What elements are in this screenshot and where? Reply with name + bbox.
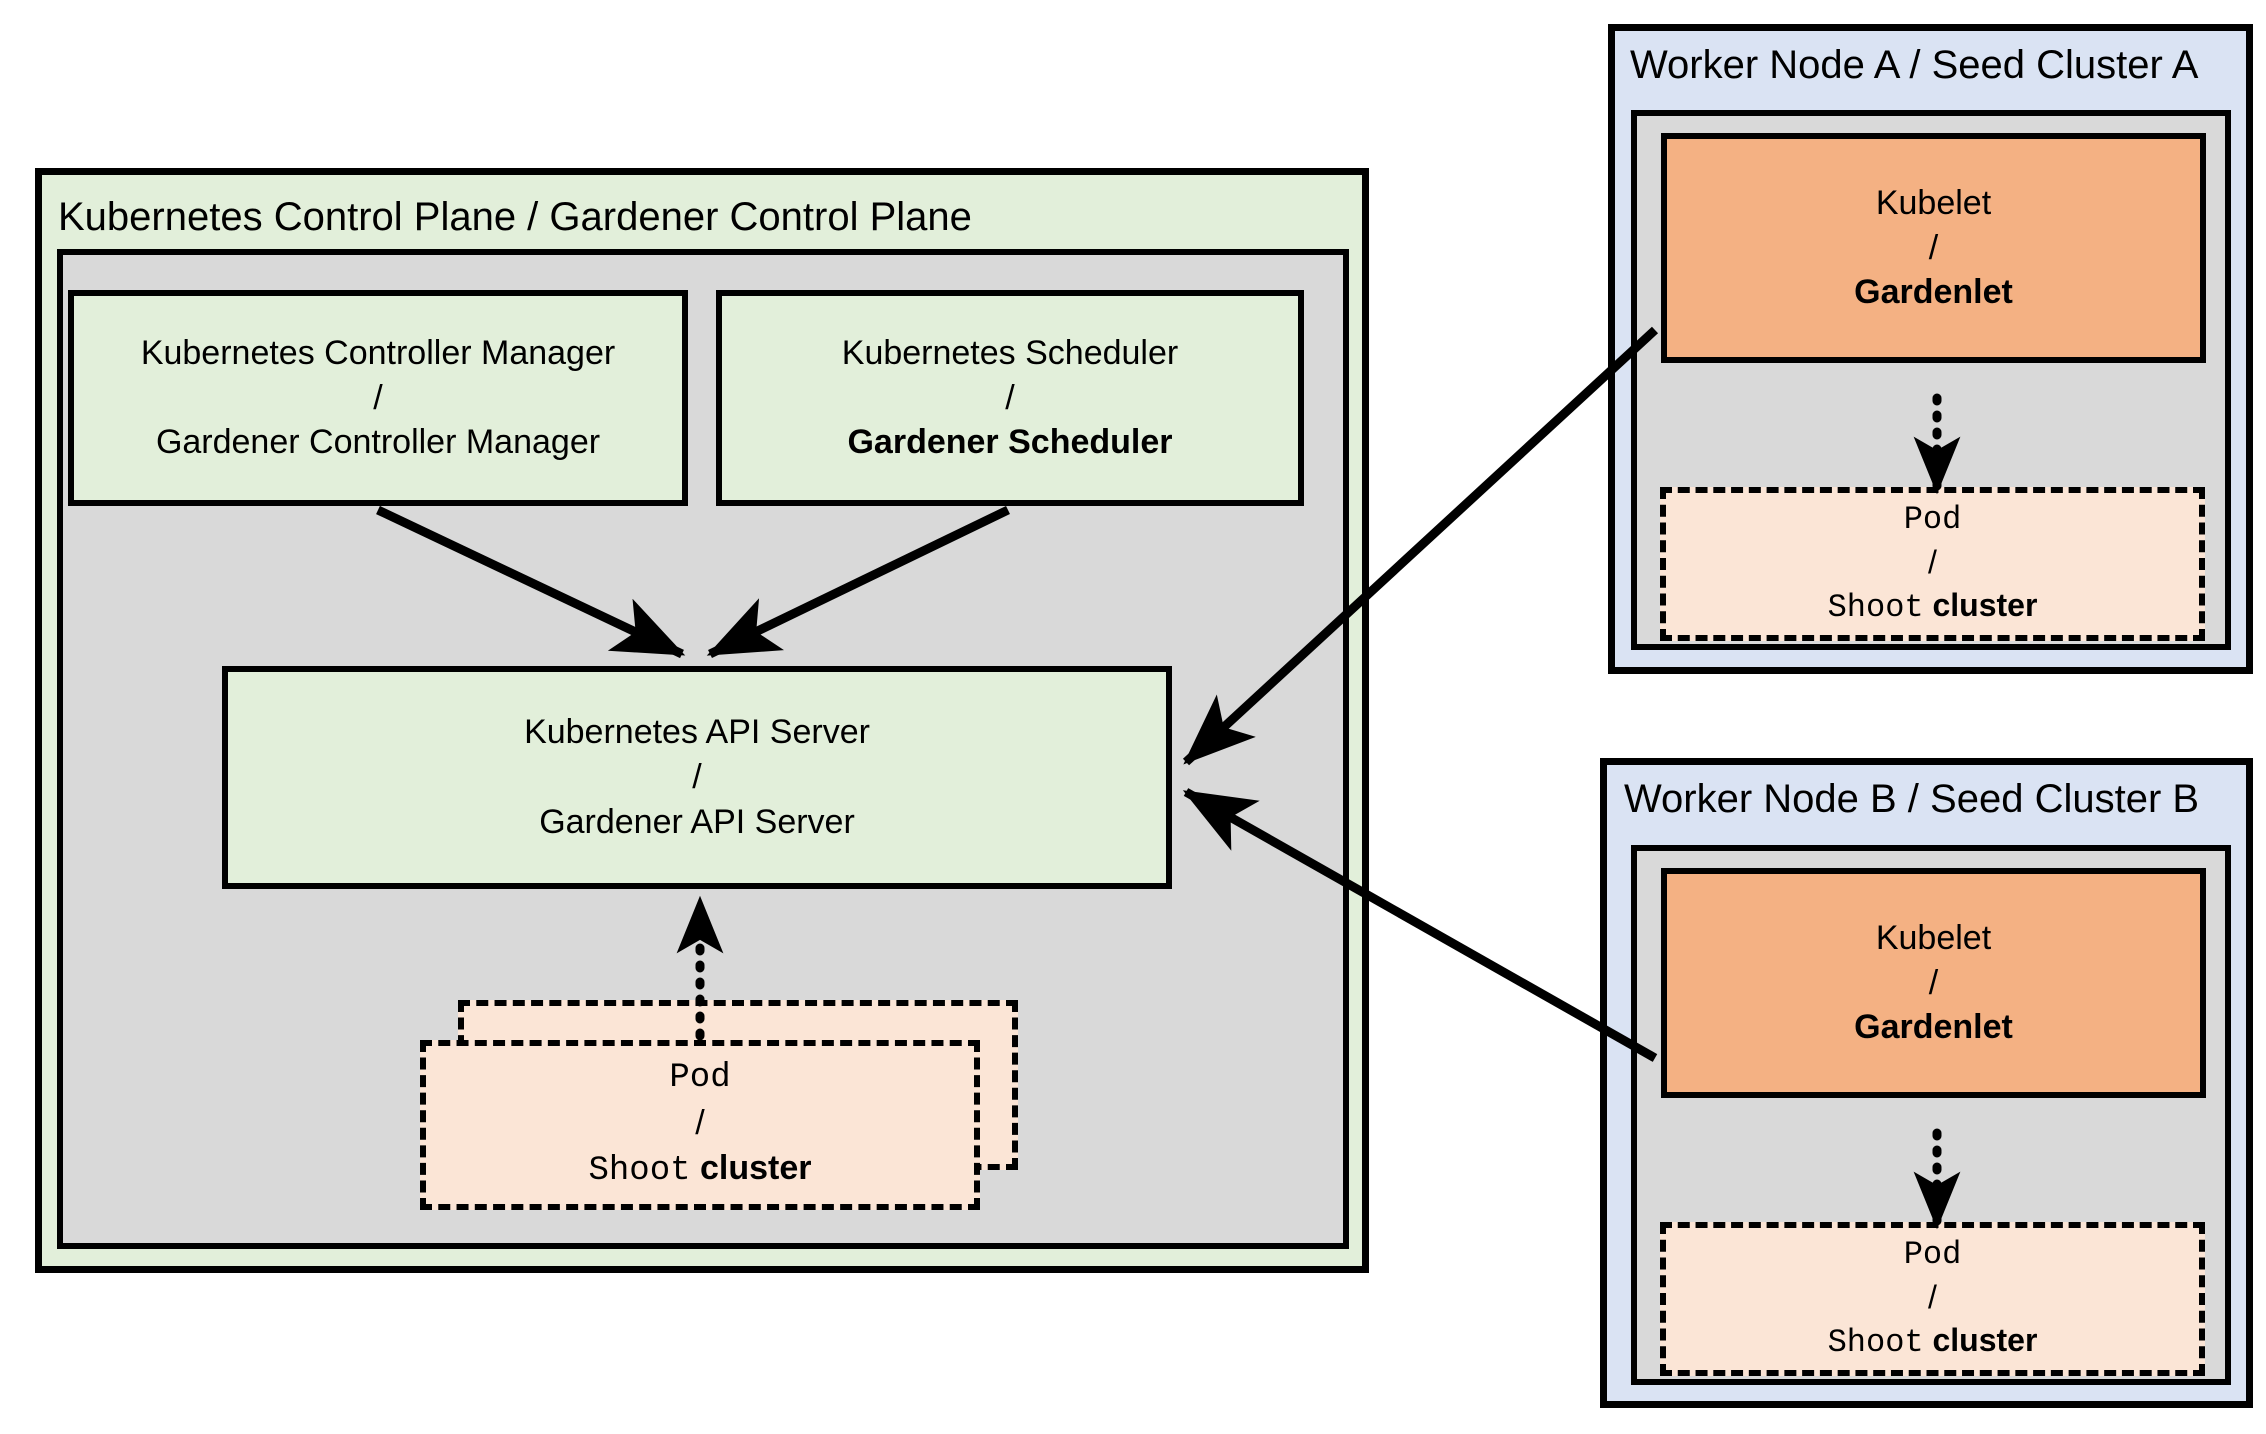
control-plane-pod-cluster: cluster	[699, 1148, 812, 1187]
scheduler-slash: /	[1005, 378, 1015, 417]
pod-b-shoot: Shoot	[1827, 1323, 1924, 1361]
box-worker-node-a-pod[interactable]: Pod / Shoot cluster	[1660, 487, 2205, 641]
pod-b-line-3: Shoot cluster	[1828, 1319, 2038, 1364]
control-plane-pod-slash: /	[695, 1104, 705, 1143]
pod-a-shoot: Shoot	[1827, 588, 1924, 626]
control-plane-pod-shoot: Shoot	[588, 1151, 691, 1190]
box-control-plane-pod[interactable]: Pod / Shoot cluster	[420, 1040, 980, 1210]
api-server-slash: /	[692, 758, 702, 797]
control-plane-title: Kubernetes Control Plane / Gardener Cont…	[58, 195, 972, 239]
controller-manager-line-3: Gardener Controller Manager	[155, 423, 601, 462]
pod-a-slash: /	[1928, 544, 1937, 581]
kubelet-a-line-1: Kubelet	[1875, 183, 1992, 222]
control-plane-pod-line-1: Pod	[669, 1059, 731, 1098]
control-plane-pod-line-3: Shoot cluster	[589, 1146, 812, 1194]
box-kubernetes-api-server[interactable]: Kubernetes API Server / Gardener API Ser…	[222, 666, 1172, 889]
pod-b-slash: /	[1928, 1279, 1937, 1316]
controller-manager-slash: /	[373, 378, 383, 417]
worker-node-b-title: Worker Node B / Seed Cluster B	[1624, 777, 2200, 821]
box-worker-node-b-pod[interactable]: Pod / Shoot cluster	[1660, 1222, 2205, 1376]
kubelet-b-slash: /	[1928, 963, 1939, 1002]
box-kubelet-gardenlet-a[interactable]: Kubelet / Gardenlet	[1661, 133, 2206, 363]
box-kubelet-gardenlet-b[interactable]: Kubelet / Gardenlet	[1661, 868, 2206, 1098]
scheduler-line-3: Gardener Scheduler	[847, 423, 1173, 462]
pod-a-cluster: cluster	[1932, 586, 2038, 623]
scheduler-line-1: Kubernetes Scheduler	[841, 333, 1179, 372]
pod-a-line-1: Pod	[1903, 501, 1962, 539]
kubelet-a-line-3: Gardenlet	[1854, 273, 2013, 312]
api-server-line-1: Kubernetes API Server	[524, 713, 870, 752]
kubelet-b-line-1: Kubelet	[1875, 918, 1992, 957]
pod-a-line-3: Shoot cluster	[1828, 584, 2038, 629]
controller-manager-line-1: Kubernetes Controller Manager	[140, 333, 616, 372]
kubelet-b-line-3: Gardenlet	[1854, 1008, 2013, 1047]
pod-b-cluster: cluster	[1932, 1321, 2038, 1358]
box-kubernetes-controller-manager[interactable]: Kubernetes Controller Manager / Gardener…	[68, 290, 688, 506]
pod-b-line-1: Pod	[1903, 1236, 1962, 1274]
box-kubernetes-scheduler[interactable]: Kubernetes Scheduler / Gardener Schedule…	[716, 290, 1304, 506]
api-server-line-3: Gardener API Server	[539, 802, 855, 841]
kubelet-a-slash: /	[1928, 228, 1939, 267]
worker-node-a-title: Worker Node A / Seed Cluster A	[1630, 43, 2199, 87]
